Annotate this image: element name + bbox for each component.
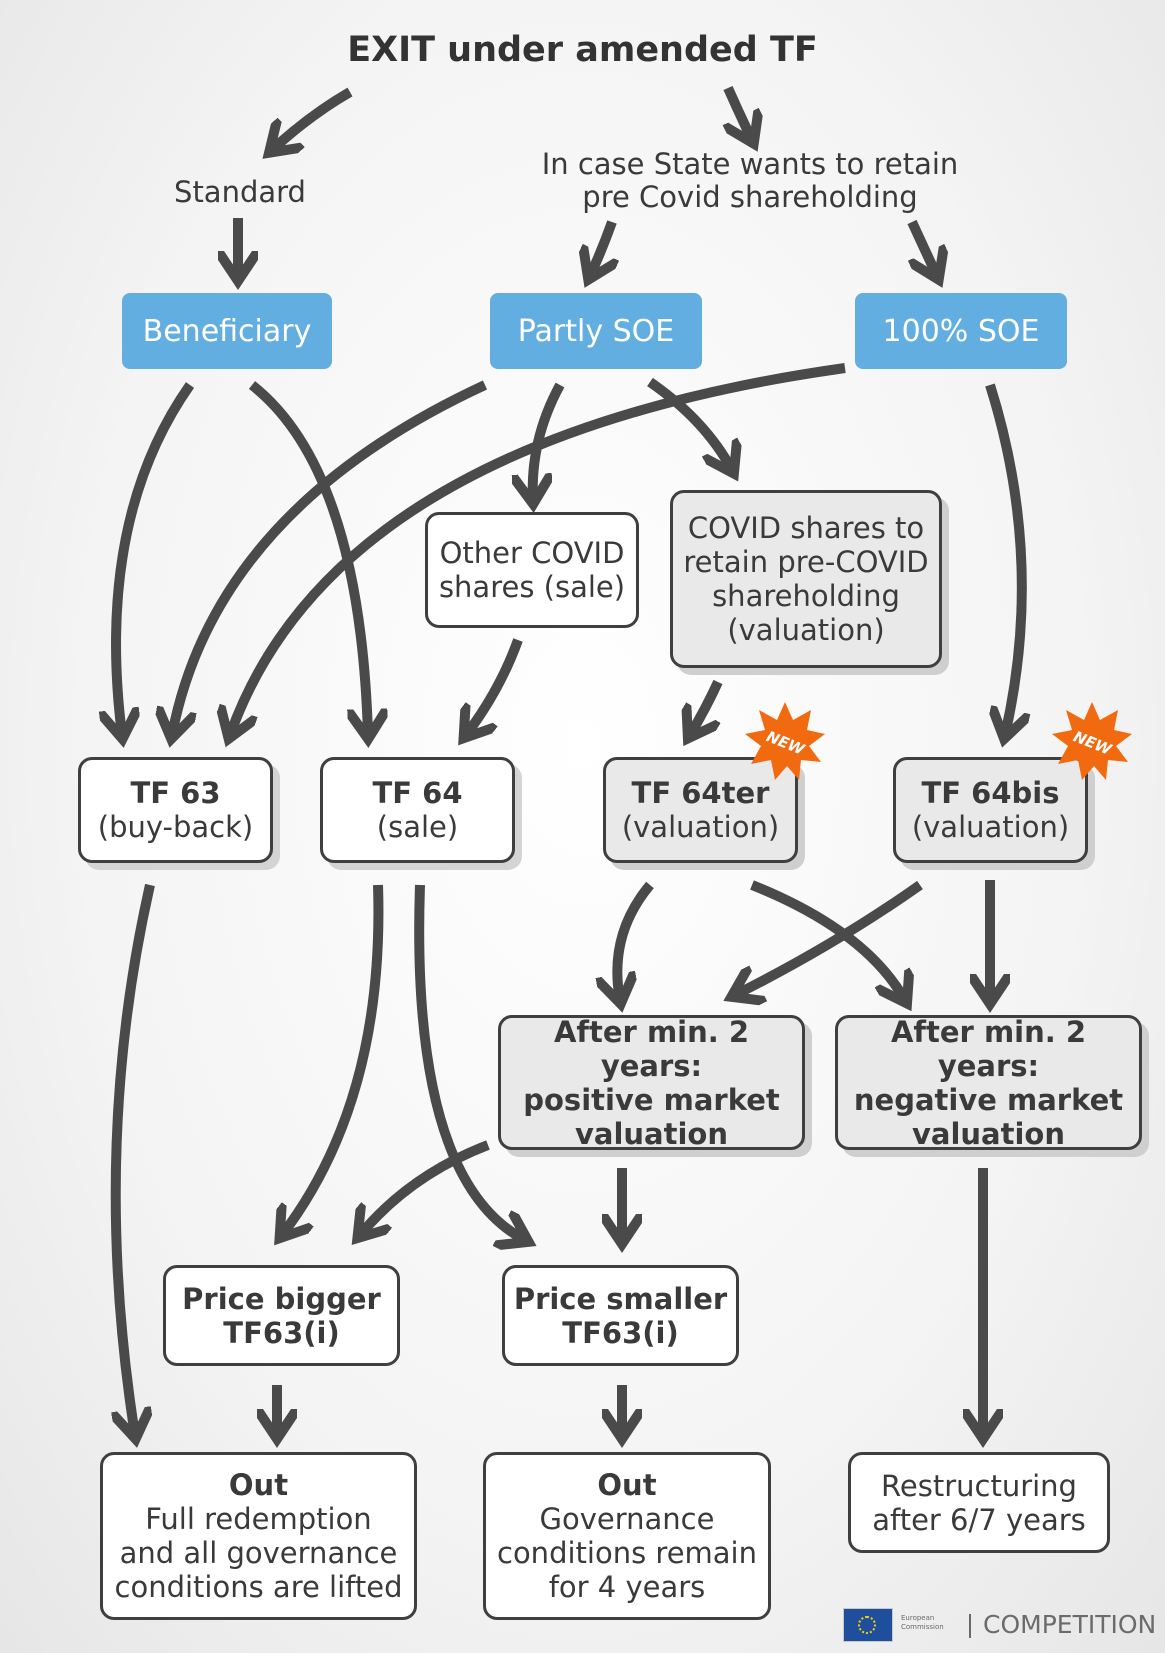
- soe-100-box: 100% SOE: [855, 293, 1067, 369]
- arrow-positive-to-price-bigger: [360, 1140, 490, 1235]
- arrow-tf64bis-to-positive: [735, 880, 923, 995]
- tf64ter-box: TF 64ter (valuation): [603, 757, 798, 863]
- page-title: EXIT under amended TF: [347, 30, 818, 70]
- arrow-partly-to-tf63: [172, 380, 488, 735]
- beneficiary-box: Beneficiary: [122, 293, 332, 369]
- competition-label: COMPETITION: [983, 1610, 1157, 1639]
- partly-soe-box: Partly SOE: [490, 293, 702, 369]
- arrow-beneficiary-to-tf63: [116, 382, 195, 735]
- arrow-other-covid-to-tf64: [466, 638, 523, 735]
- arrow-tf64ter-to-positive: [617, 881, 654, 1000]
- arrow-100-to-tf64bis: [985, 383, 1022, 735]
- tf64bis-box: TF 64bis (valuation): [893, 757, 1088, 863]
- arrow-tf64-to-price-smaller: [414, 884, 525, 1240]
- arrow-partly-to-other-covid: [533, 382, 565, 500]
- new-badge-tf64ter: NEW: [745, 702, 825, 780]
- arrow-title-to-standard: [272, 87, 353, 150]
- restructuring-box: Restructuring after 6/7 years: [848, 1452, 1110, 1553]
- footer-separator: [969, 1614, 971, 1638]
- covid-retain-box: COVID shares to retain pre-COVID shareho…: [670, 490, 942, 668]
- arrow-retain-to-100: [907, 219, 937, 276]
- arrow-tf64-to-price-bigger: [282, 884, 384, 1235]
- arrow-tf63-to-out1: [110, 883, 150, 1435]
- footer-logo: European Commission COMPETITION: [843, 1608, 1156, 1644]
- price-bigger-box: Price bigger TF63(i): [163, 1265, 400, 1366]
- out-governance-box: Out Governance conditions remain for 4 y…: [483, 1452, 771, 1620]
- arrow-covid-retain-to-tf64ter: [690, 679, 723, 735]
- out-full-redemption-box: Out Full redemption and all governance c…: [100, 1452, 417, 1620]
- standard-label: Standard: [174, 175, 306, 209]
- tf63-box: TF 63 (buy-back): [78, 757, 273, 863]
- arrow-title-to-retain: [728, 85, 752, 140]
- positive-valuation-box: After min. 2 years: positive market valu…: [498, 1015, 805, 1151]
- arrow-partly-to-covid-retain: [647, 377, 732, 470]
- arrow-beneficiary-to-tf64: [248, 381, 368, 735]
- negative-valuation-box: After min. 2 years: negative market valu…: [835, 1015, 1142, 1151]
- new-badge-tf64bis: NEW: [1052, 702, 1132, 780]
- arrow-retain-to-partly: [590, 220, 612, 276]
- eu-flag-icon: [843, 1608, 893, 1642]
- other-covid-box: Other COVID shares (sale): [425, 512, 639, 628]
- tf64-box: TF 64 (sale): [320, 757, 515, 863]
- european-commission-text: European Commission: [901, 1614, 944, 1631]
- arrow-100-to-tf63: [230, 363, 846, 735]
- price-smaller-box: Price smaller TF63(i): [502, 1265, 739, 1366]
- retain-label: In case State wants to retain pre Covid …: [541, 147, 959, 214]
